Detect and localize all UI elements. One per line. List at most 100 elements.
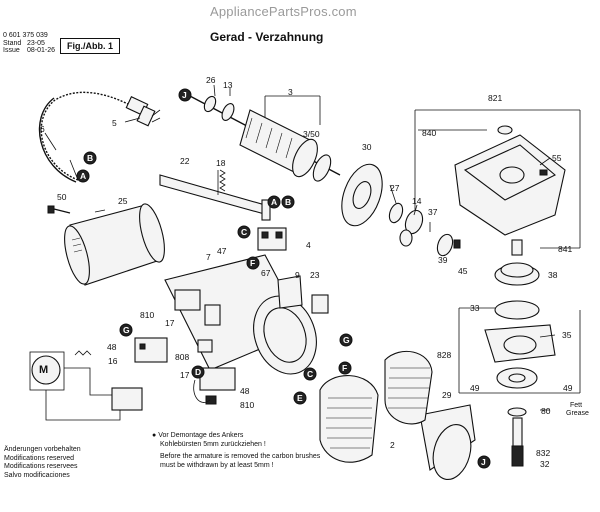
changes-fr: Modifications reservees	[4, 463, 78, 470]
callout-G: G	[123, 325, 130, 335]
bearing-drawing	[388, 202, 461, 257]
spring-drawing	[219, 169, 226, 192]
part-9: 9	[295, 270, 300, 280]
part-2: 2	[390, 440, 395, 450]
part-832: 832	[536, 448, 551, 458]
demount-de-2: Kohlebürsten 5mm zurückziehen !	[160, 440, 266, 448]
callout-F-2: F	[342, 363, 348, 373]
page-title: Gerad - Verzahnung	[210, 30, 324, 44]
part-35: 35	[562, 330, 572, 340]
watermark: AppliancePartsPros.com	[210, 4, 357, 19]
part-50: 50	[57, 192, 67, 202]
part-48-b: 48	[240, 386, 250, 396]
part-821: 821	[488, 93, 503, 103]
part-39: 39	[438, 255, 448, 265]
part-26: 26	[206, 75, 216, 85]
part-27: 27	[390, 183, 400, 193]
part-17-b: 17	[180, 370, 190, 380]
changes-es: Salvo modificaciones	[4, 471, 70, 479]
part-17: 17	[165, 318, 175, 328]
part-841: 841	[558, 244, 573, 254]
part-45: 45	[458, 266, 468, 276]
flange-drawing	[484, 300, 556, 417]
part-37: 37	[428, 207, 438, 217]
part-840: 840	[422, 128, 437, 138]
part-47: 47	[217, 246, 227, 256]
callout-C: C	[241, 227, 248, 237]
stand-label: Stand	[3, 40, 22, 47]
part-5: 5	[112, 118, 117, 128]
spindle-drawing	[511, 417, 524, 467]
power-cable-drawing	[38, 91, 161, 183]
part-14: 14	[412, 196, 422, 206]
part-29: 29	[442, 390, 452, 400]
wheel-guard-drawing	[419, 404, 476, 480]
armature-drawing	[187, 94, 341, 182]
part-22: 22	[180, 156, 190, 166]
issue-value: 08-01-26	[27, 47, 56, 54]
demount-en-2: must be withdrawn by at least 5mm !	[160, 461, 274, 469]
part-810-b: 810	[240, 400, 255, 410]
stand-value: 23-05	[27, 40, 45, 47]
part-67: 67	[261, 268, 271, 278]
callout-D: D	[195, 367, 202, 377]
part-808: 808	[175, 352, 190, 362]
part-23: 23	[310, 270, 320, 280]
part-3-50: 3/50	[303, 129, 320, 139]
callout-G-2: G	[343, 335, 350, 345]
callout-C-2: C	[307, 369, 314, 379]
housing-cover-drawing	[64, 203, 165, 286]
part-33: 33	[470, 303, 480, 313]
part-4: 4	[306, 240, 311, 250]
switch-drawing	[134, 337, 236, 405]
motor-symbol: M	[39, 364, 49, 376]
part-13: 13	[223, 80, 233, 90]
callout-B: B	[87, 153, 94, 163]
part-18: 18	[216, 158, 226, 168]
part-80: 80	[541, 406, 551, 416]
figure-label: Fig./Abb. 1	[60, 38, 120, 54]
part-810: 810	[140, 310, 155, 320]
callout-E: E	[297, 393, 303, 403]
switch-rod-drawing	[159, 174, 271, 221]
bullet-icon: ●	[152, 432, 157, 439]
callout-A-2: A	[271, 197, 278, 207]
demount-note: ● Vor Demontage des Ankers Kohlebürsten …	[152, 432, 320, 470]
callout-A: A	[80, 171, 87, 181]
part-828: 828	[437, 350, 452, 360]
part-30: 30	[362, 142, 372, 152]
bevel-gear-drawing	[494, 239, 540, 286]
callout-J: J	[182, 90, 187, 100]
part-49-left: 49	[470, 383, 480, 393]
wiring-schematic	[29, 350, 143, 421]
capacitor-drawing	[197, 339, 213, 353]
callout-B-2: B	[285, 197, 292, 207]
changes-note: Änderungen vorbehalten Modifications res…	[4, 446, 81, 480]
gear-housing-drawing	[454, 125, 566, 236]
changes-en: Modifications reserved	[4, 454, 75, 462]
grease-en: Grease	[566, 410, 589, 417]
brush-holder-drawing	[257, 227, 287, 251]
part-49-right: 49	[563, 383, 573, 393]
field-coil-drawing	[319, 351, 433, 463]
screw-50-drawing	[47, 205, 71, 214]
changes-de: Änderungen vorbehalten	[4, 446, 81, 453]
demount-de-1: Vor Demontage des Ankers	[158, 432, 244, 439]
grease-de: Fett	[570, 402, 583, 409]
part-7: 7	[206, 252, 211, 262]
part-16: 16	[108, 356, 118, 366]
issue-label: Issue	[3, 47, 20, 54]
part-25: 25	[118, 196, 128, 206]
part-48: 48	[107, 342, 117, 352]
part-6: 6	[40, 124, 45, 134]
leader-lines	[44, 84, 581, 411]
fan-drawing	[341, 163, 383, 227]
doc-number: 0 601 375 039	[3, 32, 48, 39]
part-32: 32	[540, 459, 550, 469]
demount-en-1: Before the armature is removed the carbo…	[160, 453, 321, 460]
callout-F: F	[250, 258, 256, 268]
motor-housing-drawing	[164, 254, 317, 375]
cover-plate-drawing	[277, 275, 329, 314]
callout-J-2: J	[481, 457, 486, 467]
